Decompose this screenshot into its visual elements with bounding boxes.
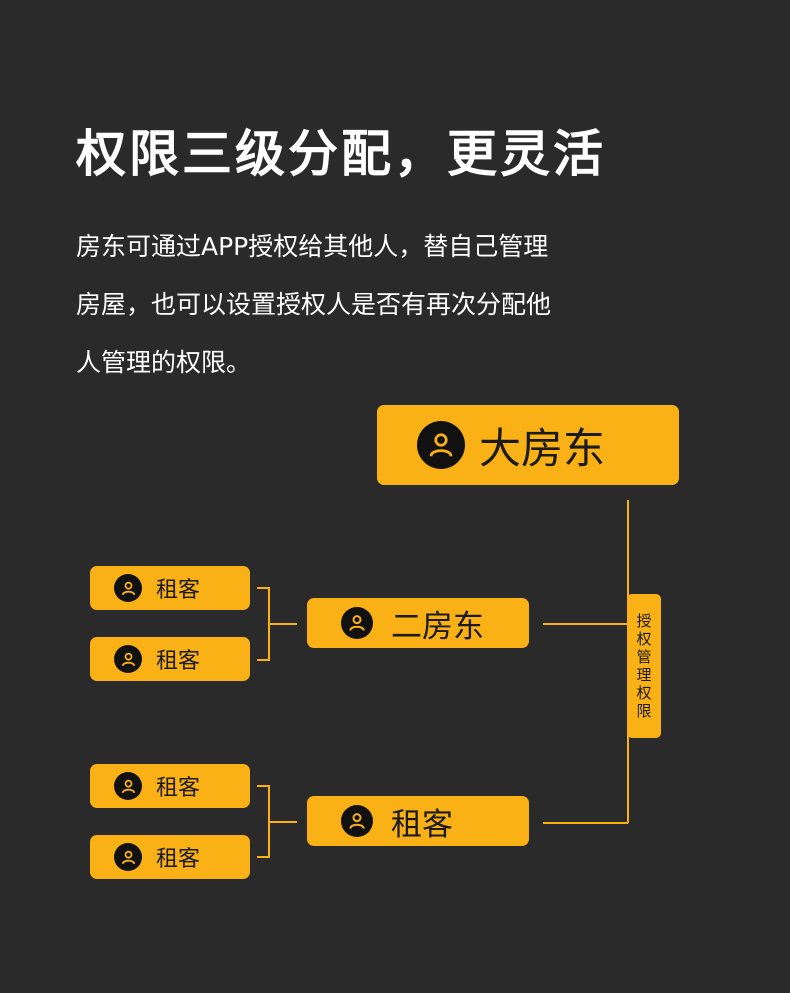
user-icon xyxy=(114,772,142,800)
node-label: 租客 xyxy=(391,806,453,843)
node-tenant-leaf: 租客 xyxy=(90,764,250,808)
node-label: 租客 xyxy=(156,578,201,603)
authorization-label-text: 授权管理权限 xyxy=(636,612,652,720)
node-label: 租客 xyxy=(156,776,201,801)
node-label: 大房东 xyxy=(479,423,606,473)
node-tenant-leaf: 租客 xyxy=(90,566,250,610)
node-label: 租客 xyxy=(156,649,201,674)
node-tenant-leaf: 租客 xyxy=(90,637,250,681)
node-sublandlord: 二房东 xyxy=(307,598,529,648)
page-title: 权限三级分配，更灵活 xyxy=(76,125,606,183)
node-label: 二房东 xyxy=(391,608,484,645)
node-label: 租客 xyxy=(156,847,201,872)
user-icon xyxy=(114,843,142,871)
node-landlord: 大房东 xyxy=(377,405,679,485)
bracket-group-2 xyxy=(257,785,297,858)
user-icon xyxy=(341,805,373,837)
description-line: 人管理的权限。 xyxy=(76,348,252,377)
user-icon xyxy=(417,421,465,469)
description-line: 房东可通过APP授权给其他人，替自己管理 xyxy=(76,232,549,261)
user-icon xyxy=(114,574,142,602)
description-line: 房屋，也可以设置授权人是否有再次分配他 xyxy=(76,290,552,319)
node-tenant-mid: 租客 xyxy=(307,796,529,846)
bracket-group-1 xyxy=(257,587,297,661)
user-icon xyxy=(114,645,142,673)
description: 房东可通过APP授权给其他人，替自己管理 房屋，也可以设置授权人是否有再次分配他… xyxy=(76,218,716,392)
node-tenant-leaf: 租客 xyxy=(90,835,250,879)
user-icon xyxy=(341,607,373,639)
authorization-label: 授权管理权限 xyxy=(627,594,661,738)
